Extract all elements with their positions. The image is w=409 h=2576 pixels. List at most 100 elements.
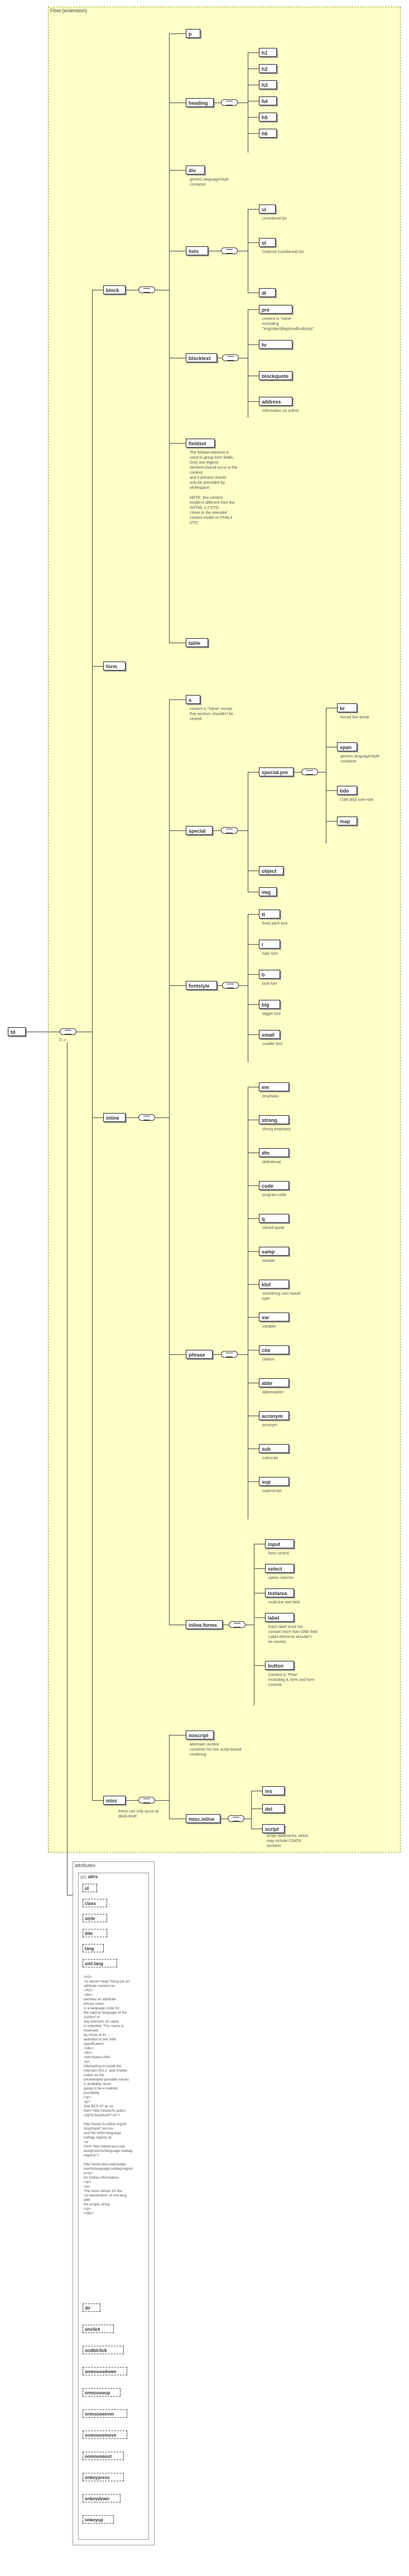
element-br[interactable]: br <box>337 703 357 712</box>
element-i[interactable]: i <box>259 940 280 949</box>
attrs-group-header[interactable]: grp attrs <box>80 1874 98 1879</box>
group-block[interactable]: block <box>103 285 126 294</box>
group-blocktext[interactable]: blocktext <box>186 353 217 362</box>
element-pre[interactable]: pre <box>259 305 292 314</box>
attribute-onmouseup[interactable]: onmouseup <box>83 2388 121 2397</box>
group-special[interactable]: special <box>186 826 213 835</box>
element-h2[interactable]: h2 <box>259 64 277 73</box>
group-lists[interactable]: lists <box>186 246 208 255</box>
doc-sup: superscript <box>262 1489 282 1493</box>
element-sup[interactable]: sup <box>259 1477 289 1486</box>
root-element-td[interactable]: td <box>8 1027 26 1036</box>
group-phrase[interactable]: phrase <box>186 1350 213 1359</box>
attribute-onclick[interactable]: onclick <box>83 2325 114 2333</box>
attribute-dir[interactable]: dir <box>83 2303 100 2312</box>
element-p[interactable]: p <box>186 29 200 38</box>
connector <box>239 985 248 986</box>
connector <box>169 1354 186 1355</box>
element-ins[interactable]: ins <box>262 1786 285 1795</box>
element-div[interactable]: div <box>186 166 205 174</box>
element-a[interactable]: a <box>186 695 200 704</box>
doc-strong: strong emphasis <box>262 1127 291 1131</box>
element-button[interactable]: button <box>265 1661 294 1670</box>
group-inline-forms[interactable]: inline.forms <box>186 1620 223 1629</box>
connector <box>248 117 259 118</box>
element-sub[interactable]: sub <box>259 1444 289 1453</box>
element-input[interactable]: input <box>265 1539 294 1548</box>
attribute-ondblclick[interactable]: ondblclick <box>83 2346 124 2354</box>
element-var[interactable]: var <box>259 1313 289 1321</box>
element-textarea[interactable]: textarea <box>265 1588 294 1597</box>
element-acronym[interactable]: acronym <box>259 1411 289 1420</box>
connector <box>248 209 259 210</box>
attribute-title[interactable]: title <box>83 1929 107 1937</box>
attribute-onmousedown[interactable]: onmousedown <box>83 2367 127 2375</box>
element-fieldset[interactable]: fieldset <box>186 439 215 448</box>
element-ol[interactable]: ol <box>259 238 276 247</box>
element-code[interactable]: code <box>259 1181 289 1190</box>
element-object[interactable]: object <box>259 866 283 875</box>
doc-small: smaller font <box>262 1042 283 1046</box>
element-select[interactable]: select <box>265 1564 294 1573</box>
group-special-pre[interactable]: special.pre <box>259 767 293 776</box>
attribute-style[interactable]: style <box>83 1914 107 1922</box>
doc-big: bigger font <box>262 1012 281 1016</box>
doc-b: bold font <box>262 982 277 986</box>
element-samp[interactable]: samp <box>259 1247 289 1256</box>
element-map[interactable]: map <box>337 816 357 825</box>
attribute-id[interactable]: id <box>83 1884 97 1892</box>
element-del[interactable]: del <box>262 1804 285 1813</box>
doc-address: information on author <box>262 409 300 413</box>
element-kbd[interactable]: kbd <box>259 1280 289 1289</box>
element-strong[interactable]: strong <box>259 1115 289 1124</box>
element-dl[interactable]: dl <box>259 288 276 297</box>
group-misc-inline[interactable]: misc.inline <box>186 1814 220 1823</box>
attribute-onmouseout[interactable]: onmouseout <box>83 2452 124 2460</box>
element-b[interactable]: b <box>259 970 280 979</box>
element-noscript[interactable]: noscript <box>186 1731 214 1739</box>
element-cite[interactable]: cite <box>259 1345 289 1354</box>
element-form[interactable]: form <box>103 662 126 670</box>
doc-ul: Unordered list <box>262 217 287 221</box>
inline-spine <box>169 699 170 1625</box>
attribute-lang[interactable]: lang <box>83 1944 104 1952</box>
element-small[interactable]: small <box>259 1030 280 1039</box>
element-em[interactable]: em <box>259 1082 289 1091</box>
element-script[interactable]: script <box>262 1824 285 1833</box>
group-misc[interactable]: misc <box>103 1796 126 1805</box>
element-big[interactable]: big <box>259 1000 280 1009</box>
element-hr[interactable]: hr <box>259 340 292 349</box>
element-h6[interactable]: h6 <box>259 129 277 138</box>
element-ul[interactable]: ul <box>259 205 276 213</box>
element-label[interactable]: label <box>265 1613 294 1622</box>
attribute-xml-lang[interactable]: xml:lang <box>83 1959 117 1967</box>
attribute-onkeydown[interactable]: onkeydown <box>83 2494 121 2502</box>
element-q[interactable]: q <box>259 1214 289 1223</box>
element-span[interactable]: span <box>337 742 357 751</box>
element-blockquote[interactable]: blockquote <box>259 371 292 380</box>
doc-abbr: abbreviation <box>262 1391 284 1394</box>
attribute-onmousemove[interactable]: onmousemove <box>83 2431 127 2439</box>
attribute-class[interactable]: class <box>83 1899 107 1907</box>
group-heading[interactable]: heading <box>186 98 214 107</box>
element-bdo[interactable]: bdo <box>337 786 357 795</box>
element-address[interactable]: address <box>259 397 292 406</box>
element-h1[interactable]: h1 <box>259 48 277 57</box>
group-fontstyle[interactable]: fontstyle <box>186 981 217 990</box>
attribute-onkeyup[interactable]: onkeyup <box>83 2515 114 2524</box>
element-h3[interactable]: h3 <box>259 80 277 89</box>
element-tt[interactable]: tt <box>259 910 280 918</box>
element-img[interactable]: img <box>259 887 277 896</box>
doc-dfn: definitional <box>262 1160 281 1164</box>
connector <box>248 1481 259 1482</box>
element-table[interactable]: table <box>186 638 208 647</box>
element-h4[interactable]: h4 <box>259 96 277 105</box>
element-h5[interactable]: h5 <box>259 113 277 121</box>
element-abbr[interactable]: abbr <box>259 1378 289 1387</box>
attribute-onkeypress[interactable]: onkeypress <box>83 2473 124 2481</box>
group-inline[interactable]: inline <box>103 1113 126 1122</box>
connector <box>326 790 337 791</box>
attribute-onmouseover[interactable]: onmouseover <box>83 2409 127 2418</box>
block-choice <box>138 286 155 293</box>
element-dfn[interactable]: dfn <box>259 1148 289 1157</box>
